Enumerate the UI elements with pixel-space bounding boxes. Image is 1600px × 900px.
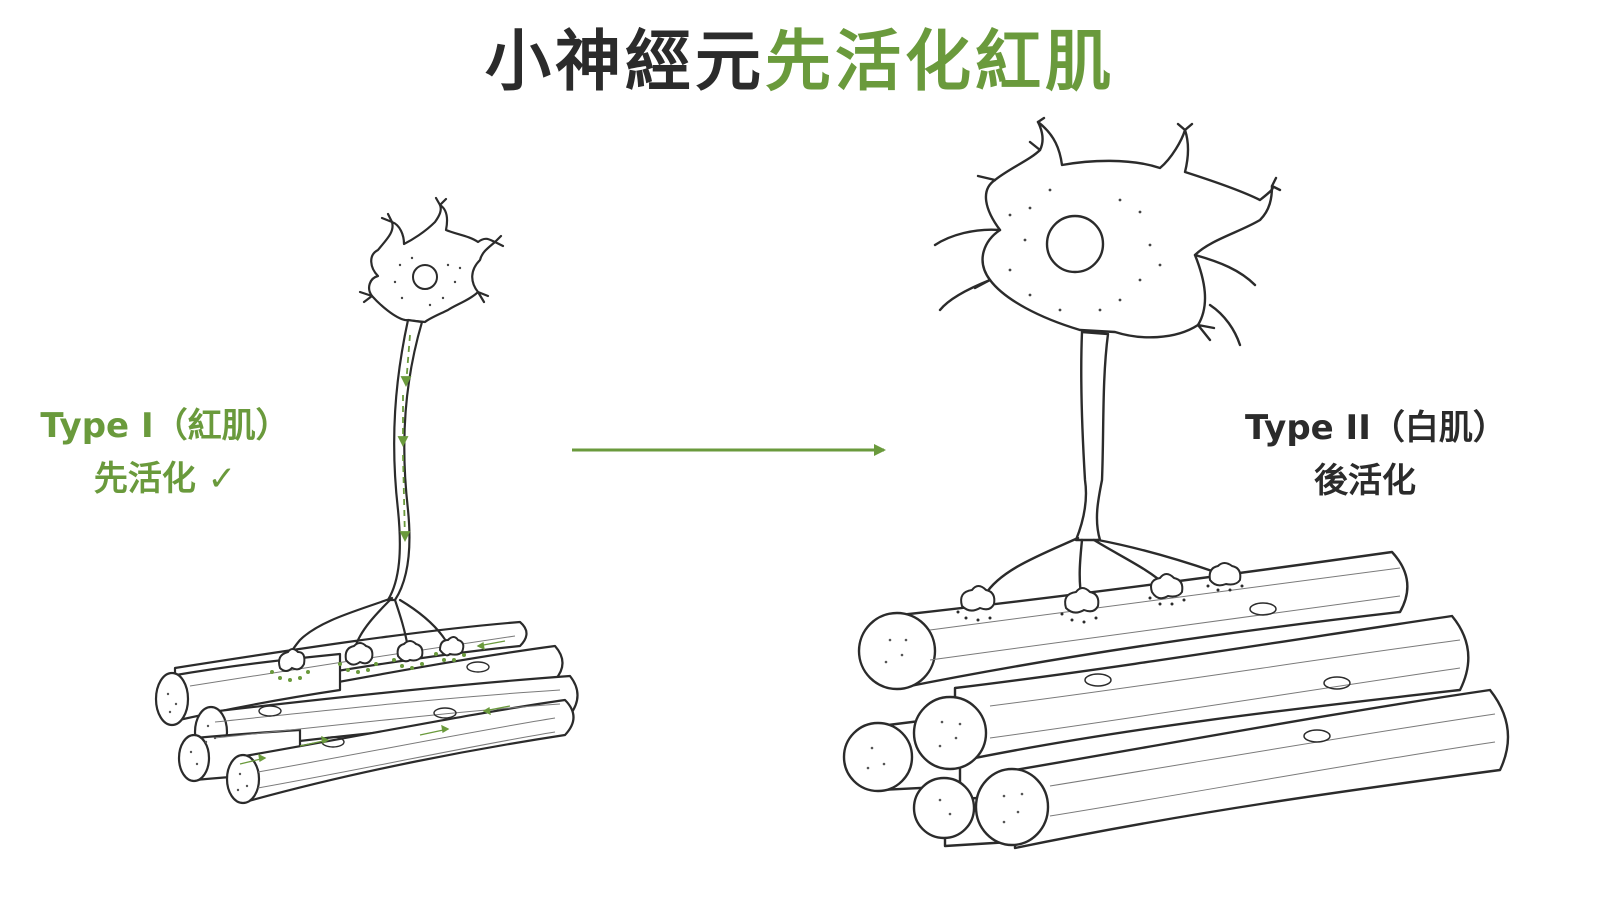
title-activates-red-muscle: 先活化紅肌 (765, 23, 1115, 100)
large-junction-dots (956, 584, 1244, 624)
diagram-title: 小神經元先活化紅肌 (0, 22, 1600, 101)
large-neuron (933, 116, 1282, 602)
small-muscle-nuclei (258, 661, 490, 748)
junction-activation-dots (270, 652, 466, 682)
large-muscle-striations (929, 567, 1496, 817)
type-ii-label: Type II（白肌） 後活化 (1245, 402, 1507, 507)
type-i-name: Type I（紅肌） (40, 406, 290, 446)
small-neuron (287, 196, 505, 670)
type-ii-status: 後活化 (1314, 460, 1416, 501)
small-neuron-dots (393, 256, 462, 307)
type-i-status: 先活化 ✓ (93, 458, 237, 499)
large-neuron-dots (1008, 188, 1162, 312)
large-muscle-bundle (842, 550, 1510, 850)
large-neuromuscular-junctions (960, 562, 1242, 614)
title-small-neuron: 小神經元 (485, 23, 765, 100)
type-i-label: Type I（紅肌） 先活化 ✓ (30, 400, 300, 505)
small-muscle-bundle (154, 620, 579, 805)
small-muscle-striations (189, 635, 561, 789)
type-ii-name: Type II（白肌） (1245, 408, 1507, 448)
axon-signal-arrows (397, 334, 412, 543)
large-neuron-nucleus (1045, 214, 1105, 274)
large-muscle-nuclei (1084, 602, 1351, 743)
muscle-signal-arrows (239, 640, 511, 765)
large-muscle-end-dots (866, 638, 1024, 824)
small-neuromuscular-junctions (278, 636, 465, 672)
small-neuron-nucleus (412, 264, 438, 290)
small-muscle-end-dots (166, 692, 249, 792)
